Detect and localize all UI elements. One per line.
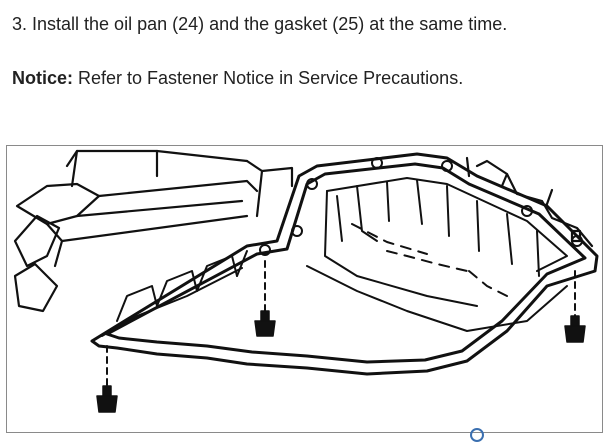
oil-pan-figure	[6, 145, 603, 433]
step-text: 3. Install the oil pan (24) and the gask…	[12, 14, 508, 34]
notice-paragraph: Notice: Refer to Fastener Notice in Serv…	[12, 66, 463, 90]
oil-pan-rim	[90, 152, 599, 376]
notice-text: Refer to Fastener Notice in Service Prec…	[73, 68, 464, 88]
notice-label: Notice:	[12, 68, 74, 88]
oil-pan-drawing	[13, 149, 599, 413]
rim-bolt-holes	[259, 157, 583, 256]
right-gasket-lip	[465, 156, 594, 248]
bolt-heads	[96, 310, 586, 413]
step-instruction: 3. Install the oil pan (24) and the gask…	[12, 12, 507, 36]
zoom-icon[interactable]	[470, 428, 484, 442]
oil-pan-sump	[306, 177, 568, 332]
fastener-bolts	[106, 260, 576, 387]
engine-block	[13, 149, 294, 313]
gasket-tabs	[101, 250, 248, 337]
